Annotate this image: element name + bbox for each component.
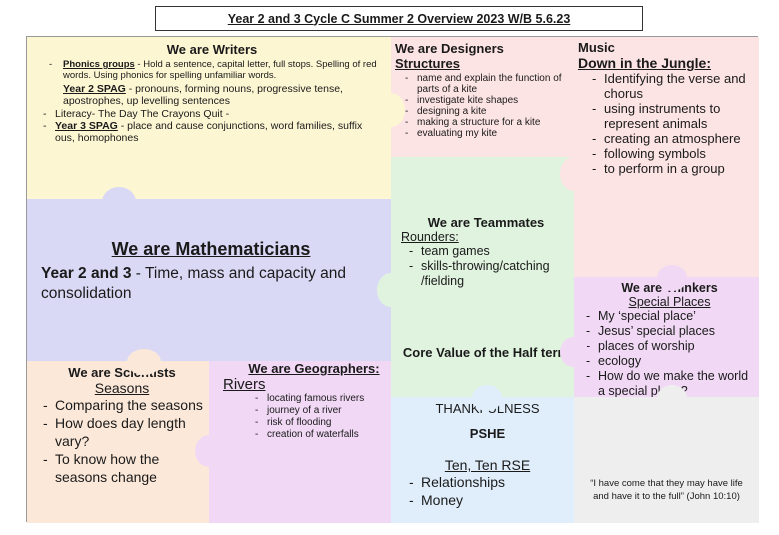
designers-content: We are Designers Structures name and exp… (395, 41, 571, 201)
music-item: creating an atmosphere (590, 131, 755, 146)
writers-heading: We are Writers (166, 42, 258, 57)
y2-spag: Year 2 SPAG - pronouns, forming nouns, p… (41, 83, 383, 107)
music-item: to perform in a group (590, 161, 755, 176)
music-piece: Music Down in the Jungle: Identifying th… (574, 37, 759, 277)
designers-item: name and explain the function of parts o… (403, 73, 571, 95)
writers-piece: We are Writers - Phonics groups - Hold a… (27, 37, 391, 199)
puzzle-board: We are Writers - Phonics groups - Hold a… (26, 36, 759, 523)
pshe-list: RelationshipsMoney (407, 473, 568, 509)
geographers-subheading: Rivers (223, 376, 266, 393)
designers-list: name and explain the function of parts o… (395, 73, 571, 139)
puzzle-knob (102, 187, 136, 217)
teammates-subheading: Rounders: (401, 230, 459, 244)
puzzle-knob (657, 385, 687, 411)
teammates-item: skills-throwing/catching /fielding (407, 259, 571, 289)
thinkers-piece: We are Thinkers Special Places My ‘speci… (574, 277, 759, 397)
maths-text: Year 2 and 3 - Time, mass and capacity a… (41, 264, 381, 304)
y3-spag-text: - place and cause conjunctions, word fam… (55, 120, 363, 144)
puzzle-knob (560, 157, 588, 191)
thinkers-item: places of worship (584, 339, 755, 354)
phonics-text: - Hold a sentence, capital letter, full … (63, 59, 377, 81)
pshe-item: Money (407, 491, 568, 509)
pshe-subheading: Ten, Ten RSE (444, 457, 531, 473)
scientists-piece: We are Scientists Seasons Comparing the … (27, 361, 209, 523)
maths-piece: We are Mathematicians Year 2 and 3 - Tim… (27, 199, 391, 361)
puzzle-knob (657, 265, 687, 291)
y2-spag-label: Year 2 SPAG (63, 83, 126, 95)
thinkers-item: My ‘special place’ (584, 309, 755, 324)
thinkers-item: ecology (584, 354, 755, 369)
scientists-subheading: Seasons (94, 380, 150, 396)
geographers-list: locating famous riversjourney of a river… (243, 393, 385, 441)
core-value: Core Value of the Half term (401, 343, 571, 388)
music-item: following symbols (590, 146, 755, 161)
teammates-list: team gamesskills-throwing/catching /fiel… (401, 244, 571, 289)
thinkers-item: Jesus’ special places (584, 324, 755, 339)
teammates-content: We are Teammates Rounders: team gamesski… (401, 215, 571, 325)
puzzle-knob (377, 273, 405, 307)
pshe-heading: PSHE (469, 426, 506, 441)
y3-spag-label: Year 3 SPAG (55, 120, 118, 132)
geographers-heading: We are Geographers: (248, 361, 380, 376)
music-heading: Music (578, 40, 615, 55)
teammates-item: team games (407, 244, 571, 259)
music-subheading: Down in the Jungle: (578, 55, 711, 71)
scientists-item: Comparing the seasons (41, 396, 203, 414)
phonics-item: - Phonics groups - Hold a sentence, capi… (49, 59, 377, 81)
scientists-heading: We are Scientists (68, 365, 176, 380)
music-item: using instruments to represent animals (590, 101, 755, 131)
page-title: Year 2 and 3 Cycle C Summer 2 Overview 2… (155, 6, 643, 31)
scientists-item: How does day length vary? (41, 414, 203, 450)
geographers-item: risk of flooding (253, 417, 385, 429)
y2-spag-text: - pronouns, forming nouns, progressive t… (63, 83, 343, 107)
designers-item: investigate kite shapes (403, 95, 571, 106)
music-item: Identifying the verse and chorus (590, 71, 755, 101)
designers-subheading: Structures (395, 56, 461, 71)
designers-item: making a structure for a kite (403, 117, 571, 128)
phonics-label: Phonics groups (63, 59, 135, 70)
geographers-piece: We are Geographers: Rivers locating famo… (209, 361, 391, 523)
pshe-piece: THANKFULNESS PSHE Ten, Ten RSE Relations… (391, 397, 574, 523)
thinkers-subheading: Special Places (628, 295, 711, 309)
geographers-item: journey of a river (253, 405, 385, 417)
literacy-item: Literacy- The Day The Crayons Quit - (41, 108, 383, 120)
puzzle-knob (127, 349, 161, 375)
puzzle-knob (560, 337, 588, 367)
quote-piece: “I have come that they may have life and… (574, 397, 759, 523)
designers-item: designing a kite (403, 106, 571, 117)
scientists-list: Comparing the seasonsHow does day length… (41, 396, 203, 486)
puzzle-knob (472, 385, 502, 411)
y3-spag: Year 3 SPAG - place and cause conjunctio… (41, 120, 383, 144)
scientists-item: To know how the seasons change (41, 450, 203, 486)
puzzle-knob (195, 435, 223, 467)
pshe-item: Relationships (407, 473, 568, 491)
quote-text: “I have come that they may have life and… (590, 478, 743, 502)
designers-item: evaluating my kite (403, 128, 571, 139)
thinkers-list: My ‘special place’Jesus’ special placesp… (584, 309, 755, 397)
geographers-item: locating famous rivers (253, 393, 385, 405)
maths-heading: We are Mathematicians (111, 239, 311, 259)
music-list: Identifying the verse and chorususing in… (578, 71, 755, 176)
designers-heading: We are Designers (395, 41, 504, 56)
geographers-item: creation of waterfalls (253, 429, 385, 441)
maths-label: Year 2 and 3 (41, 265, 132, 282)
maths-body: - Time, mass and capacity and consolidat… (41, 265, 346, 302)
teammates-heading: We are Teammates (427, 215, 545, 230)
puzzle-knob (377, 93, 405, 127)
core-value-heading: Core Value of the Half term (402, 345, 570, 360)
